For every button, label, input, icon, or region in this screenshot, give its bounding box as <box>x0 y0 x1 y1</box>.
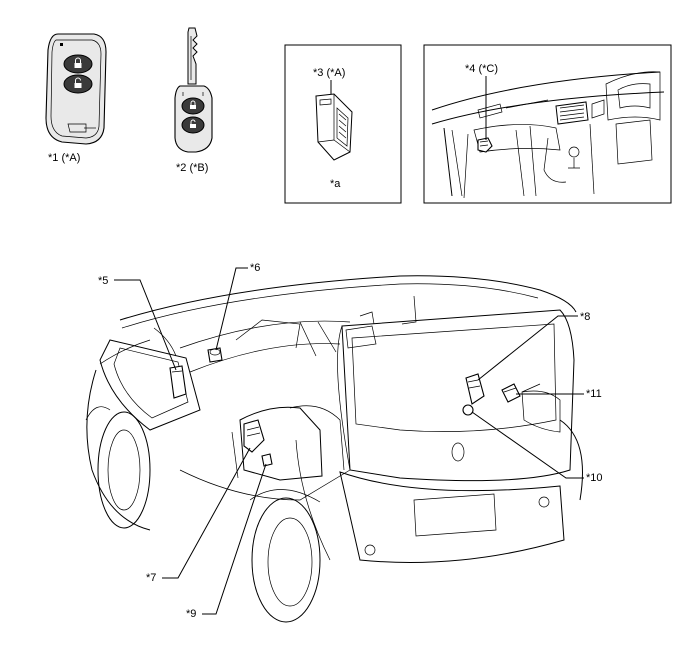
label-part-8: *8 <box>580 311 590 323</box>
unlock-icon <box>74 77 82 88</box>
lock-icon <box>190 100 196 109</box>
unlock-icon <box>190 119 196 128</box>
indicator-led <box>60 43 63 46</box>
part-10 <box>462 404 474 416</box>
part-11 <box>501 383 521 403</box>
smart-key <box>45 33 107 145</box>
label-key-smart: *1 (*A) <box>48 152 80 164</box>
label-part-11: *11 <box>586 388 602 400</box>
dashboard-view <box>431 71 665 199</box>
label-part-10: *10 <box>586 472 603 484</box>
label-part-6: *6 <box>250 262 260 274</box>
part-6 <box>207 347 223 363</box>
label-dash-part: *4 (*C) <box>465 63 498 75</box>
label-part-9: *9 <box>186 608 196 620</box>
part-7 <box>243 419 265 453</box>
label-key-mech: *2 (*B) <box>176 162 208 174</box>
label-ecu-note: *a <box>330 178 341 190</box>
dash-part-4 <box>477 137 493 153</box>
part-8 <box>465 373 485 405</box>
label-part-5: *5 <box>98 275 108 287</box>
part-9 <box>261 453 273 467</box>
dashboard-inset-frame <box>423 44 672 204</box>
mechanical-key <box>174 27 213 153</box>
label-part-7: *7 <box>146 572 156 584</box>
part-5 <box>169 365 187 399</box>
lock-icon <box>74 57 82 68</box>
vehicle-body <box>85 275 583 623</box>
ecu-inset-frame <box>284 44 402 204</box>
label-ecu: *3 (*A) <box>313 67 345 79</box>
ecu-module <box>315 93 353 161</box>
